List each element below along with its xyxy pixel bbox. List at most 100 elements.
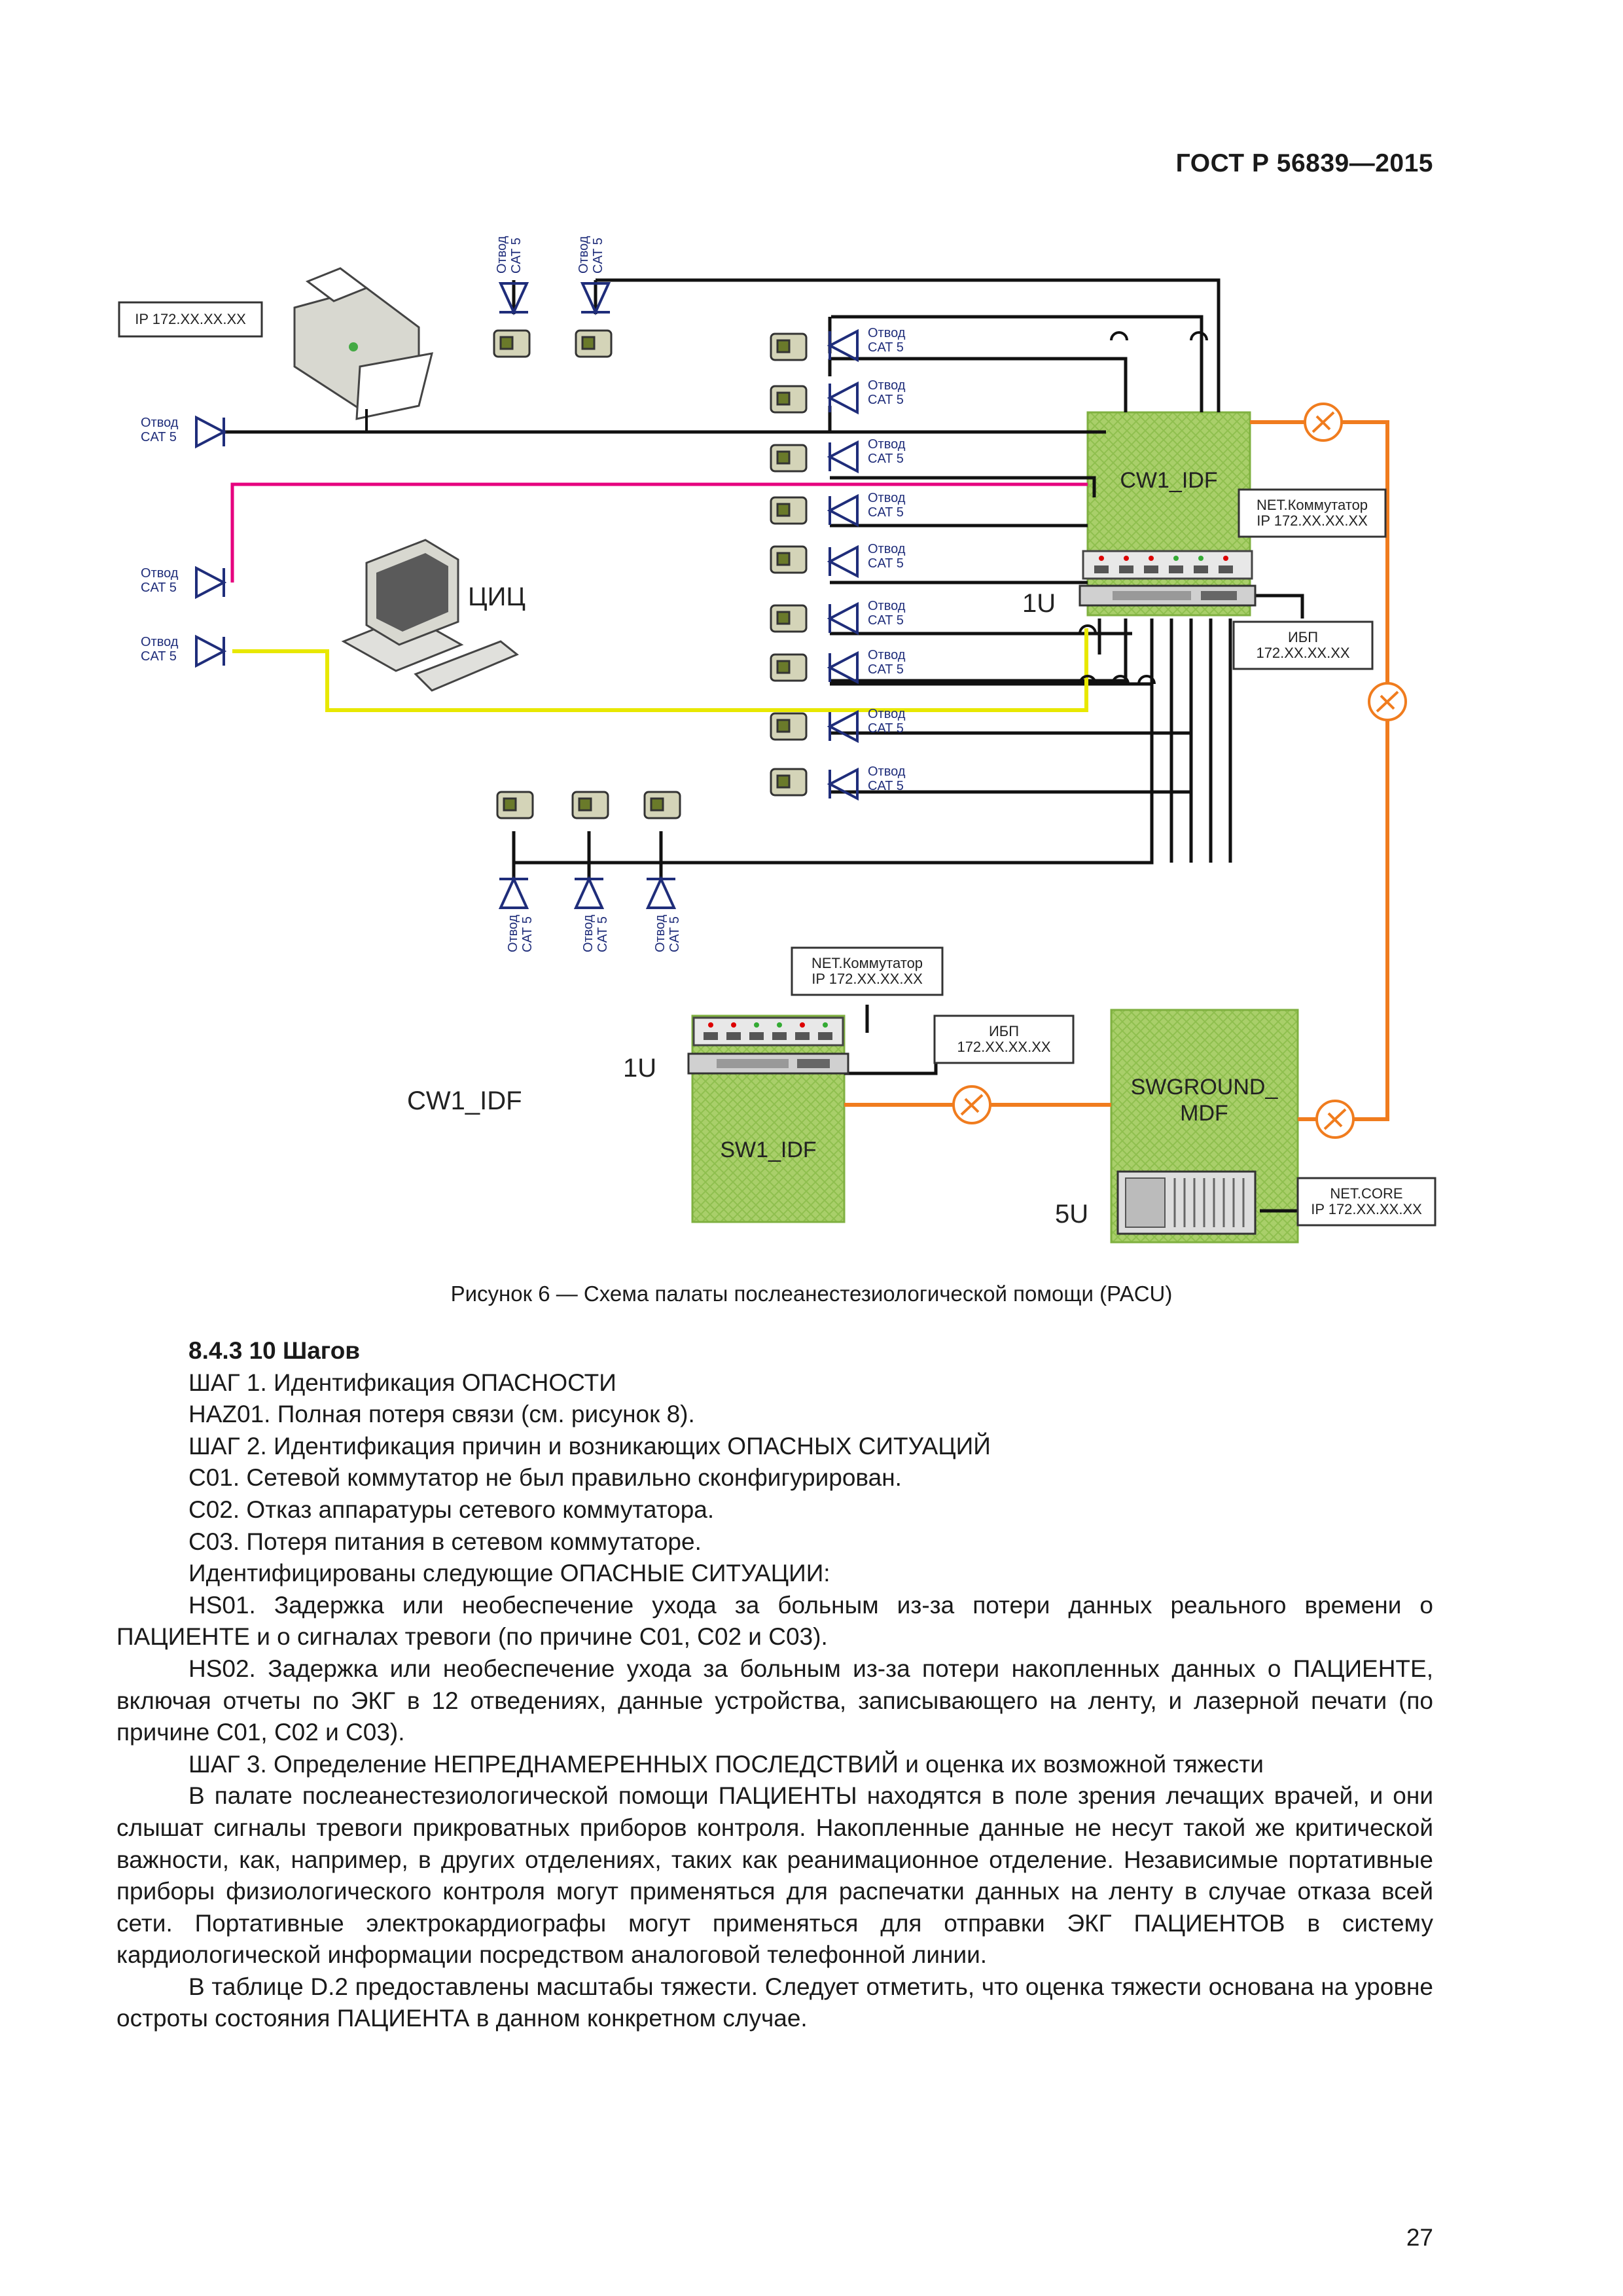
tap-label-line1: Отвод [868, 378, 906, 393]
tap-label-line1: Отвод [495, 236, 509, 274]
tap-label-line2: CAT 5 [868, 393, 904, 407]
net-core-line1: NET.CORE [1330, 1185, 1402, 1202]
computer-icon [341, 539, 519, 692]
swground-label-line1: SWGROUND_ [1131, 1075, 1279, 1100]
document-standard-number: ГОСТ Р 56839—2015 [1175, 149, 1433, 177]
ups-bottom-line2: 172.XX.XX.XX [957, 1039, 1050, 1055]
tap-label-line2: CAT 5 [868, 613, 904, 628]
paragraph: C01. Сетевой коммутатор не был правильно… [188, 1464, 902, 1492]
cw1-idf-rack [1086, 411, 1251, 617]
net-core-line2: IP 172.XX.XX.XX [1311, 1201, 1422, 1217]
tap-label-line1: Отвод [868, 326, 906, 340]
tap-label-line1: Отвод [141, 635, 179, 649]
sw1-idf-rack-label: SW1_IDF [720, 1138, 816, 1162]
paragraph: В таблице D.2 предоставлены масштабы тяж… [116, 1973, 1433, 2032]
tap-label-line1: Отвод [868, 542, 906, 556]
tap-label-line1: Отвод [868, 491, 906, 505]
tap-label-line1: Отвод [868, 437, 906, 452]
figure-caption: Рисунок 6 — Схема палаты послеанестезиол… [450, 1282, 1173, 1306]
cable-crossings [1079, 331, 1208, 685]
printer-ip-label: IP 172.XX.XX.XX [135, 311, 246, 327]
net-switch-bottom-line2: IP 172.XX.XX.XX [812, 971, 923, 987]
paragraph: C02. Отказ аппаратуры сетевого коммутато… [188, 1496, 715, 1523]
sw1-rack-unit-1u [687, 1052, 849, 1075]
cw1-rack-unit-1u [1079, 584, 1257, 607]
cw1-idf-rack-label: CW1_IDF [1120, 468, 1217, 493]
section-heading: 8.4.3 10 Шагов [188, 1337, 361, 1364]
paragraph: ШАГ 3. Определение НЕПРЕДНАМЕРЕННЫХ ПОСЛ… [188, 1750, 1264, 1778]
magenta-cable [230, 482, 1088, 583]
network-jack-icons [493, 329, 808, 819]
tap-label-line1: Отвод [577, 236, 591, 274]
tap-label-line2: CAT 5 [868, 505, 904, 520]
tap-label-line2: CAT 5 [868, 779, 904, 793]
tap-label-line2: CAT 5 [141, 649, 177, 664]
cw1-1u-label: 1U [1022, 589, 1056, 618]
yellow-cable [232, 628, 1088, 712]
tap-label-line1: Отвод [868, 648, 906, 662]
sw1-idf-rack [691, 1014, 846, 1223]
core-rack-unit-5u [1116, 1170, 1257, 1235]
printer-icon [293, 267, 434, 420]
ups-top-line1: ИБП [1288, 629, 1318, 645]
paragraph: Идентифицированы следующие ОПАСНЫЕ СИТУА… [188, 1560, 830, 1587]
paragraph: HS01. Задержка или необеспечение ухода з… [116, 1591, 1433, 1651]
tap-label-line2: CAT 5 [668, 916, 682, 952]
net-switch-top-line1: NET.Коммутатор [1257, 497, 1368, 513]
paragraph: HS02. Задержка или необеспечение ухода з… [116, 1655, 1433, 1746]
tap-label-line1: Отвод [868, 599, 906, 613]
paragraph: ШАГ 1. Идентификация ОПАСНОСТИ [188, 1369, 616, 1396]
paragraph: ШАГ 2. Идентификация причин и возникающи… [188, 1432, 991, 1460]
tap-label-line2: CAT 5 [509, 238, 524, 274]
net-switch-bottom-line1: NET.Коммутатор [812, 955, 923, 971]
sw1-1u-label: 1U [623, 1054, 656, 1083]
central-station-label: ЦИЦ [468, 583, 526, 611]
core-5u-label: 5U [1055, 1200, 1088, 1229]
label-boxes [118, 301, 1436, 1227]
fiber-converter-icons [952, 403, 1407, 1139]
paragraph: HAZ01. Полная потеря связи (см. рисунок … [188, 1401, 695, 1428]
tap-label-line1: Отвод [868, 707, 906, 721]
ups-bottom-line1: ИБП [989, 1023, 1019, 1039]
tap-label-line2: CAT 5 [868, 452, 904, 466]
sw1-network-switch [692, 1016, 844, 1047]
tap-label-line1: Отвод [506, 914, 520, 952]
net-switch-top-line2: IP 172.XX.XX.XX [1257, 512, 1368, 529]
tap-label-line2: CAT 5 [868, 721, 904, 736]
ups-top-line2: 172.XX.XX.XX [1256, 645, 1349, 661]
tap-label-line2: CAT 5 [141, 581, 177, 595]
tap-label-line1: Отвод [141, 566, 179, 581]
tap-label-line1: Отвод [653, 914, 668, 952]
tap-symbols [195, 282, 859, 909]
cw1-network-switch [1082, 550, 1253, 580]
tap-label-line2: CAT 5 [868, 662, 904, 677]
tap-label-line1: Отвод [141, 416, 179, 430]
tap-label-line1: Отвод [868, 764, 906, 779]
paragraph: В палате послеанестезиологической помощи… [116, 1782, 1433, 1969]
swground-label-line2: MDF [1180, 1101, 1228, 1126]
tap-label-line2: CAT 5 [868, 340, 904, 355]
tap-label-line2: CAT 5 [591, 238, 605, 274]
cw1-idf-area-label: CW1_IDF [407, 1086, 522, 1115]
page-number: 27 [1406, 2224, 1433, 2251]
